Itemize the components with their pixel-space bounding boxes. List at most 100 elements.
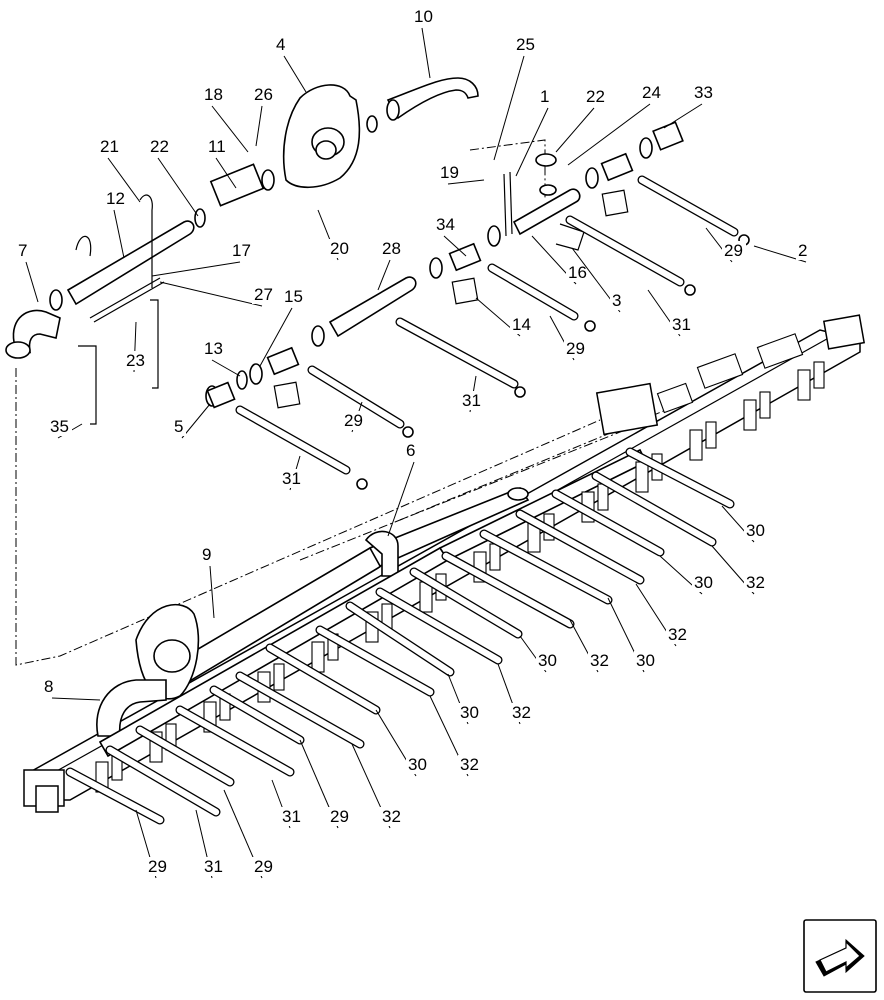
- callout-number: 22: [150, 137, 169, 156]
- callout-number: 35: [50, 417, 69, 436]
- leader-line: [157, 157, 199, 217]
- callout-number: 6: [406, 441, 415, 460]
- callout-8: 8: [42, 677, 101, 701]
- callout-22: 22: [555, 87, 608, 153]
- callout-31: 31: [195, 809, 226, 879]
- callout-2: 2: [753, 241, 810, 263]
- leader-line: [159, 281, 263, 307]
- callout-1: 1: [515, 87, 552, 177]
- callout-number: 30: [408, 755, 427, 774]
- callout-number: 19: [440, 163, 459, 182]
- callout-number: 28: [382, 239, 401, 258]
- leader-line: [25, 261, 39, 303]
- callout-29: 29: [223, 789, 276, 879]
- callout-12: 12: [104, 189, 128, 259]
- callout-number: 9: [202, 545, 211, 564]
- callout-number: 31: [672, 315, 691, 334]
- callout-7: 7: [16, 241, 39, 303]
- callout-25: 25: [493, 35, 538, 161]
- distribution-tubes: [65, 447, 735, 825]
- leader-line: [555, 107, 595, 153]
- callout-30: 30: [659, 555, 716, 595]
- callout-29: 29: [705, 227, 746, 263]
- leader-line: [443, 235, 467, 257]
- callout-30: 30: [607, 597, 658, 673]
- leader-line: [377, 259, 391, 291]
- callout-32: 32: [569, 619, 612, 673]
- callout-31: 31: [647, 289, 694, 337]
- callout-29: 29: [299, 739, 352, 829]
- callout-30: 30: [447, 673, 482, 725]
- callout-number: 33: [694, 83, 713, 102]
- callout-14: 14: [475, 297, 534, 337]
- callout-number: 29: [148, 857, 167, 876]
- leader-line: [255, 105, 263, 147]
- callout-16: 16: [531, 235, 590, 285]
- leader-line: [113, 209, 125, 259]
- callout-32: 32: [429, 695, 482, 777]
- callout-number: 31: [282, 807, 301, 826]
- callout-30: 30: [721, 505, 768, 543]
- callout-31: 31: [460, 375, 484, 413]
- callout-9: 9: [200, 545, 215, 619]
- callout-18: 18: [202, 85, 249, 153]
- callout-number: 32: [382, 807, 401, 826]
- callout-number: 30: [636, 651, 655, 670]
- callout-number: 18: [204, 85, 223, 104]
- callout-28: 28: [377, 239, 404, 291]
- callout-30: 30: [519, 635, 560, 673]
- return-arrow-button[interactable]: [803, 919, 877, 993]
- callout-20: 20: [317, 209, 352, 261]
- callout-15: 15: [259, 287, 306, 367]
- leader-line: [447, 179, 485, 185]
- callout-number: 16: [568, 263, 587, 282]
- callout-number: 30: [694, 573, 713, 592]
- callout-number: 21: [100, 137, 119, 156]
- callout-number: 23: [126, 351, 145, 370]
- leader-line: [209, 565, 215, 619]
- callout-10: 10: [412, 7, 436, 79]
- leader-line: [515, 107, 549, 177]
- callout-number: 29: [330, 807, 349, 826]
- callout-4: 4: [274, 35, 307, 93]
- callout-number: 29: [344, 411, 363, 430]
- callout-number: 29: [566, 339, 585, 358]
- callout-number: 30: [538, 651, 557, 670]
- callout-33: 33: [663, 83, 716, 129]
- callout-5: 5: [172, 403, 211, 439]
- callout-number: 4: [276, 35, 285, 54]
- callout-11: 11: [206, 137, 237, 189]
- callout-number: 27: [254, 285, 273, 304]
- callout-35: 35: [48, 417, 83, 439]
- callout-31: 31: [271, 779, 304, 829]
- callout-number: 15: [284, 287, 303, 306]
- callout-number: 20: [330, 239, 349, 258]
- callout-6: 6: [387, 441, 418, 537]
- leader-line: [107, 157, 141, 203]
- leader-line: [387, 461, 415, 537]
- callout-number: 32: [668, 625, 687, 644]
- callout-number: 34: [436, 215, 455, 234]
- callout-number: 29: [724, 241, 743, 260]
- callout-number: 3: [612, 291, 621, 310]
- callout-34: 34: [434, 215, 467, 257]
- assembled-frame: [23, 314, 866, 825]
- callout-30: 30: [375, 709, 430, 777]
- callout-26: 26: [252, 85, 276, 147]
- leader-line: [663, 103, 703, 129]
- callout-27: 27: [159, 281, 276, 307]
- callout-number: 7: [18, 241, 27, 260]
- callout-32: 32: [635, 583, 690, 647]
- callout-23: 23: [124, 321, 148, 373]
- callout-number: 26: [254, 85, 273, 104]
- callout-number: 32: [746, 573, 765, 592]
- leader-line: [567, 103, 651, 166]
- leader-line: [151, 261, 241, 277]
- callout-number: 2: [798, 241, 807, 260]
- callout-number: 31: [204, 857, 223, 876]
- return-arrow-icon: [815, 938, 865, 977]
- callout-number: 30: [746, 521, 765, 540]
- leader-line: [181, 403, 211, 439]
